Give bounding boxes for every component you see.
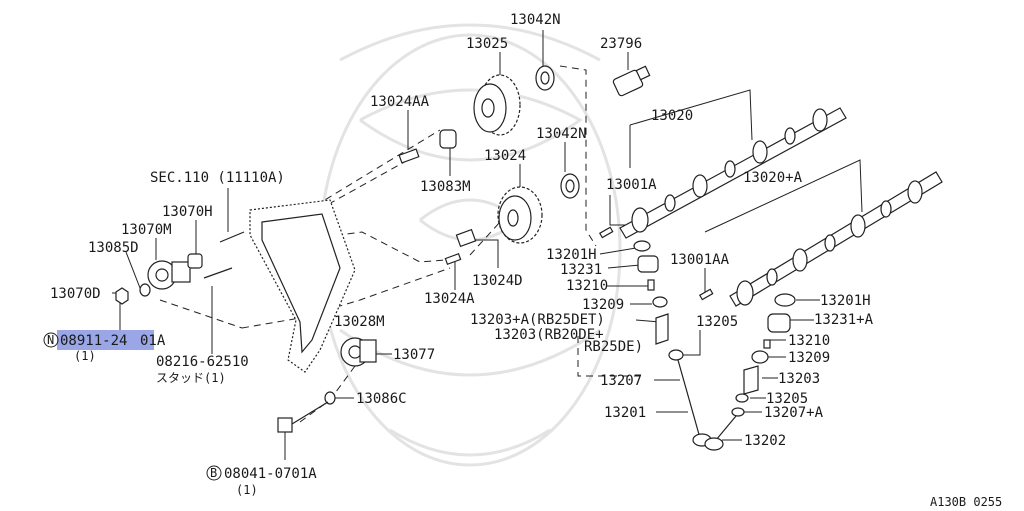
label-13024d[interactable]: 13024D	[472, 273, 523, 289]
label-13210-right[interactable]: 13210	[788, 333, 830, 349]
cam-sprocket-13024	[497, 186, 543, 244]
label-08041[interactable]: 08041-0701A	[224, 466, 317, 482]
label-13001aa[interactable]: 13001AA	[670, 252, 730, 268]
label-08041-qty: (1)	[236, 483, 258, 497]
label-13203a-rb25det[interactable]: 13203+A(RB25DET)	[470, 312, 605, 328]
label-13207[interactable]: 13207	[600, 373, 642, 389]
label-13025[interactable]: 13025	[466, 36, 508, 52]
label-08216[interactable]: 08216-62510	[156, 354, 249, 370]
label-13209-right[interactable]: 13209	[788, 350, 830, 366]
label-13209-left[interactable]: 13209	[582, 297, 624, 313]
cam-sprocket-13025	[473, 74, 521, 136]
figure-code: A130B 0255	[930, 495, 1002, 509]
label-08911-prefix[interactable]: 08911-24	[60, 333, 127, 349]
label-13070m[interactable]: 13070M	[121, 222, 172, 238]
label-sec110[interactable]: SEC.110 (11110A)	[150, 170, 285, 186]
idler-13077	[340, 337, 377, 367]
label-13077[interactable]: 13077	[393, 347, 435, 363]
label-13020a[interactable]: 13020+A	[743, 170, 803, 186]
label-13201[interactable]: 13201	[604, 405, 646, 421]
label-13231[interactable]: 13231	[560, 262, 602, 278]
label-13207a[interactable]: 13207+A	[764, 405, 824, 421]
label-13020[interactable]: 13020	[651, 108, 693, 124]
cam-sensor-23796	[612, 65, 651, 97]
label-08911-suffix[interactable]: 01A	[140, 333, 166, 349]
plate-13024d	[455, 228, 477, 248]
label-13205-top[interactable]: 13205	[696, 314, 738, 330]
camshaft-13020a	[729, 171, 943, 307]
part-number-08911[interactable]: N 08911-24 01A	[43, 332, 166, 349]
n-symbol: N	[47, 333, 54, 347]
label-13085d[interactable]: 13085D	[88, 240, 139, 256]
label-13024a[interactable]: 13024A	[424, 291, 475, 307]
label-13203-right[interactable]: 13203	[778, 371, 820, 387]
label-13024aa[interactable]: 13024AA	[370, 94, 430, 110]
label-13083m[interactable]: 13083M	[420, 179, 471, 195]
b-symbol: B	[210, 466, 217, 480]
label-13042n-mid[interactable]: 13042N	[536, 126, 587, 142]
label-13042n-top[interactable]: 13042N	[510, 12, 561, 28]
watermark-emblem	[318, 23, 622, 467]
camshaft-13020	[619, 107, 847, 239]
label-13205-right[interactable]: 13205	[766, 391, 808, 407]
label-13086c[interactable]: 13086C	[356, 391, 407, 407]
valve-train-left	[633, 240, 712, 447]
label-13070h[interactable]: 13070H	[162, 204, 213, 220]
bolt-13024aa	[398, 148, 420, 164]
label-13203-rb20de[interactable]: 13203(RB20DE+	[494, 327, 604, 343]
label-13203-rb25de[interactable]: RB25DE)	[584, 339, 643, 355]
valve-train-right	[704, 293, 796, 451]
label-13210-left[interactable]: 13210	[566, 278, 608, 294]
label-13001a[interactable]: 13001A	[606, 177, 657, 193]
label-13231a[interactable]: 13231+A	[814, 312, 874, 328]
label-13201h-left[interactable]: 13201H	[546, 247, 597, 263]
label-13028m[interactable]: 13028M	[334, 314, 385, 330]
leader-lines	[112, 30, 863, 460]
part-number-08041[interactable]: B 08041-0701A	[206, 465, 317, 482]
label-13024[interactable]: 13024	[484, 148, 526, 164]
label-13202[interactable]: 13202	[744, 433, 786, 449]
label-08911-qty: (1)	[74, 349, 96, 363]
selected-part-highlight	[57, 330, 154, 350]
label-13070d[interactable]: 13070D	[50, 286, 101, 302]
label-23796[interactable]: 23796	[600, 36, 642, 52]
tensioner-13070m	[147, 260, 191, 290]
label-stud-qty: スタッド(1)	[156, 371, 226, 385]
label-13201h-right[interactable]: 13201H	[820, 293, 871, 309]
part-labels: 13042N 13025 23796 13024AA 13020 13042N …	[43, 12, 1002, 509]
timing-belt-13028m	[249, 199, 356, 373]
part-drawings	[115, 65, 943, 451]
bolt-08041	[277, 401, 329, 433]
spacer-13083m	[439, 129, 457, 149]
